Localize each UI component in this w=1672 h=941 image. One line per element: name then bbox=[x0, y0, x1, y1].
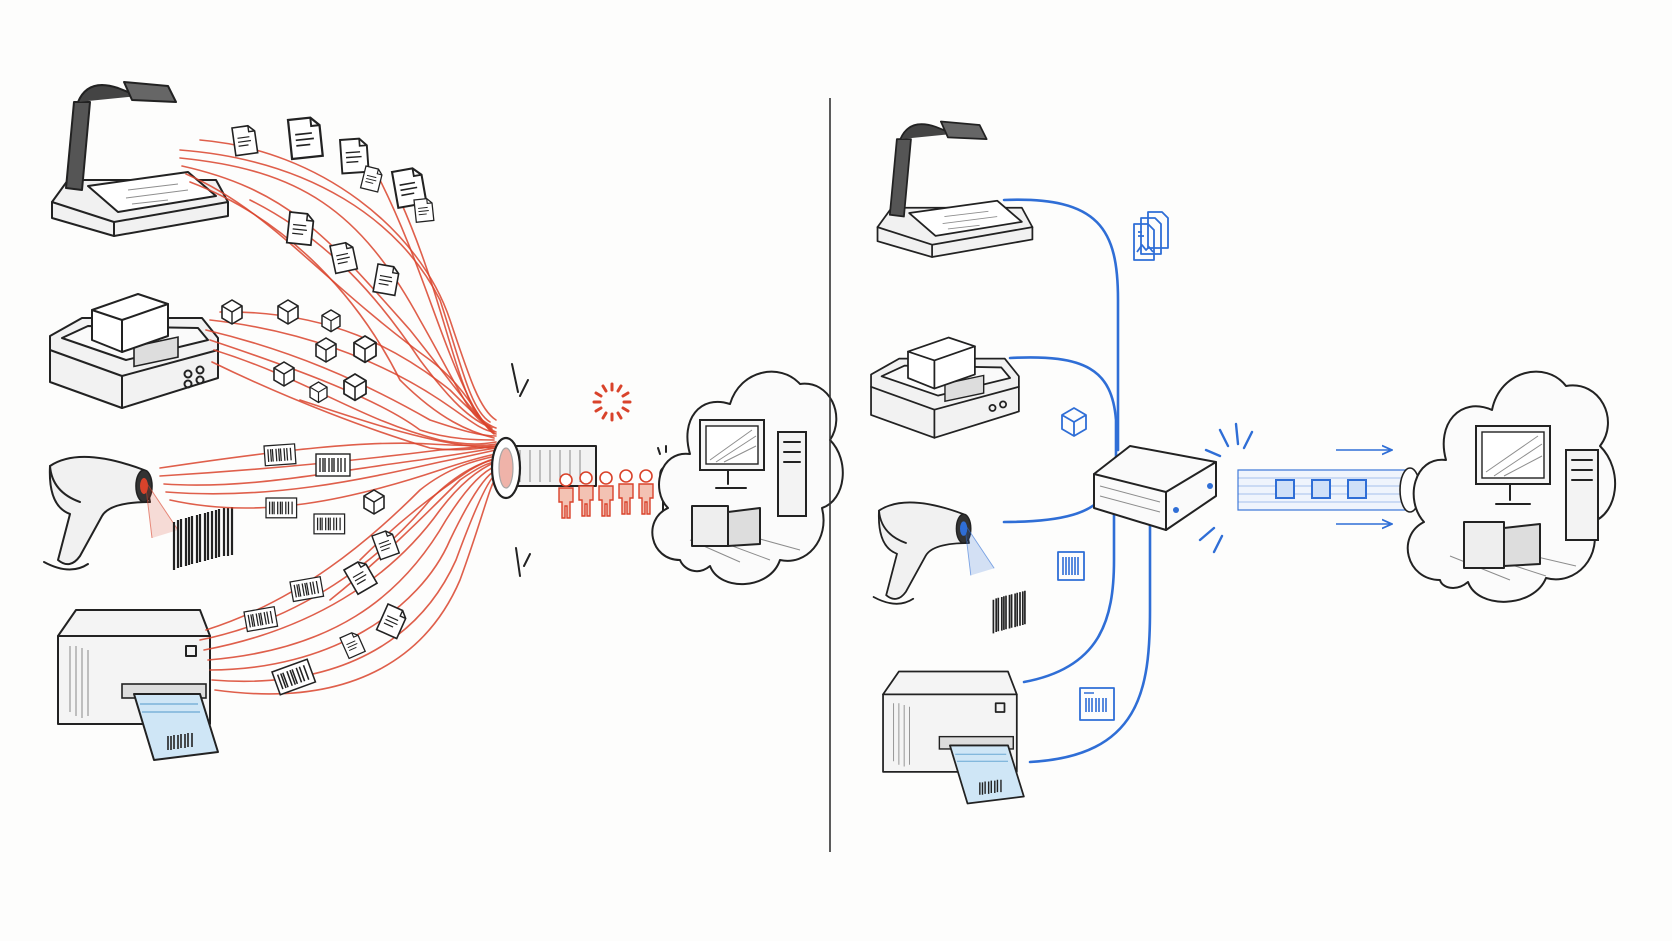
package-packet-icon bbox=[277, 299, 299, 325]
label-packet-icon bbox=[1079, 687, 1115, 721]
barcode-packet-icon bbox=[315, 453, 351, 477]
package-packet-icon bbox=[221, 299, 243, 325]
barcode-packet-icon bbox=[313, 513, 346, 535]
organized-blue-flows bbox=[1002, 198, 1152, 764]
barcode-label bbox=[172, 507, 234, 570]
data-packet-icon bbox=[1275, 479, 1295, 499]
barcode-label bbox=[992, 590, 1026, 634]
computer-icon bbox=[1463, 425, 1599, 569]
package-packet-icon bbox=[273, 361, 295, 387]
document-packet-icon bbox=[286, 115, 324, 161]
label-packet-icon bbox=[243, 606, 279, 633]
label-packet-icon bbox=[371, 528, 400, 561]
bottleneck-pipe bbox=[490, 363, 597, 577]
package-packet-icon bbox=[309, 381, 328, 404]
document-packet-icon bbox=[372, 263, 401, 297]
barcode-scanner-device bbox=[43, 455, 179, 571]
document-packet-icon bbox=[329, 240, 359, 275]
document-camera-device bbox=[876, 120, 1034, 258]
package-packet-icon bbox=[343, 373, 367, 402]
barcode-packet-icon bbox=[265, 497, 298, 519]
barcode-scanner-device bbox=[872, 501, 995, 605]
cloud-server-left bbox=[651, 370, 844, 586]
package-packet-icon bbox=[1061, 407, 1087, 437]
label-printer-device bbox=[57, 609, 219, 761]
document-packet-icon bbox=[231, 124, 259, 157]
computer-icon bbox=[691, 419, 807, 547]
edge-gateway-hub bbox=[1093, 422, 1254, 554]
loading-spinner-icon bbox=[592, 382, 632, 422]
package-packet-icon bbox=[321, 309, 341, 333]
label-printer-device bbox=[882, 670, 1025, 805]
label-packet-icon bbox=[271, 658, 317, 696]
data-packet-icon bbox=[1311, 479, 1331, 499]
before-panel bbox=[43, 81, 844, 761]
label-packet-icon bbox=[289, 576, 325, 603]
weighing-scale-device bbox=[49, 293, 219, 409]
scattered-package-packets bbox=[221, 299, 385, 515]
document-camera-device bbox=[51, 81, 229, 237]
weighing-scale-device bbox=[870, 336, 1020, 439]
document-packet-icon bbox=[285, 211, 315, 247]
barcode-packet-icon bbox=[1057, 551, 1085, 581]
cloud-server-right bbox=[1406, 370, 1617, 603]
label-packet-icon bbox=[375, 603, 409, 640]
document-packet-icon bbox=[1133, 211, 1169, 261]
document-packet-icon bbox=[339, 137, 370, 175]
after-panel bbox=[870, 120, 1617, 805]
document-packet-icon bbox=[413, 197, 435, 223]
package-packet-icon bbox=[315, 337, 337, 363]
package-packet-icon bbox=[353, 335, 377, 364]
scattered-barcode-packets bbox=[263, 443, 351, 535]
barcode-packet-icon bbox=[263, 443, 297, 467]
tangled-red-flows bbox=[159, 139, 497, 695]
label-packet-icon bbox=[339, 630, 366, 660]
package-packet-icon bbox=[363, 489, 385, 515]
clean-data-pipe bbox=[1237, 450, 1421, 524]
data-packet-icon bbox=[1347, 479, 1367, 499]
